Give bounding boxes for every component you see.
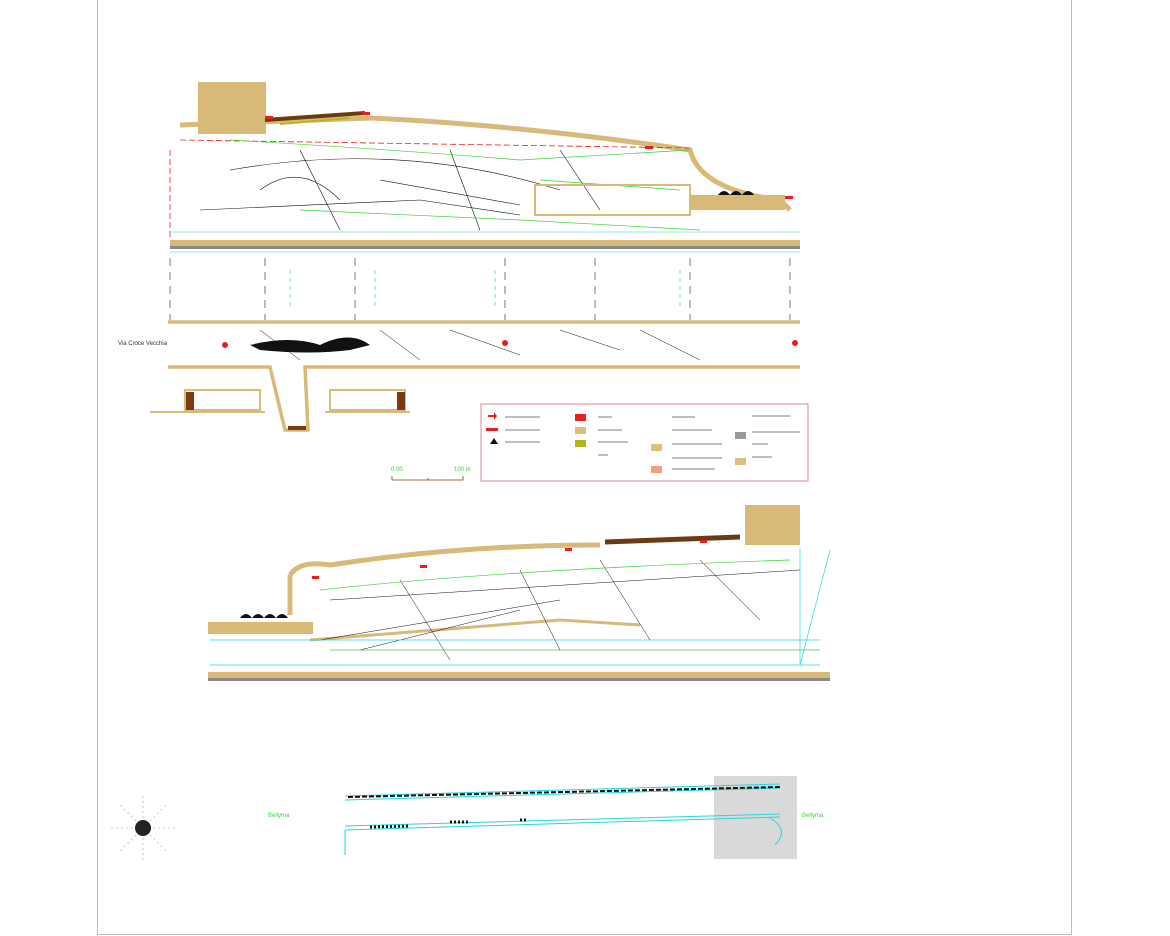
brown-fill — [186, 392, 194, 410]
red-markers — [222, 112, 798, 348]
soil-layer — [604, 534, 741, 545]
red-markers — [312, 540, 707, 579]
legend-swatch-tan-3 — [735, 458, 746, 465]
street-label: Via Croce Vecchia — [118, 341, 168, 347]
cyan-dashes — [289, 270, 681, 310]
brown-fill — [397, 392, 405, 410]
scale-bar: 0.00 100 m — [391, 467, 471, 481]
plan-label-left: Bellyma — [268, 813, 290, 819]
surface-band — [179, 115, 792, 212]
scale-end: 100 m — [454, 467, 471, 473]
cyan-lines — [170, 231, 800, 253]
brown-fill — [288, 426, 306, 430]
black-fill — [250, 337, 370, 353]
plan-upper-outline — [344, 783, 781, 801]
floor-block — [208, 622, 313, 634]
cyan-outline — [799, 548, 831, 666]
fracture-lines-2 — [259, 329, 701, 361]
legend-swatch-olive — [575, 440, 586, 447]
gallery-band — [309, 618, 641, 642]
section-1: Via Croce Vecchia — [118, 82, 800, 432]
building-block — [745, 505, 800, 545]
section-2 — [208, 505, 831, 681]
ground-band — [208, 672, 830, 678]
legend-swatch-tan-2 — [651, 444, 662, 451]
ground-band — [170, 240, 800, 246]
plan-lower-walls — [369, 818, 526, 829]
axis-lines — [169, 258, 791, 320]
soil-layer — [264, 111, 366, 122]
compass-icon — [110, 795, 176, 860]
legend-swatch-gray — [735, 432, 746, 439]
plan-upper-walls — [347, 786, 781, 798]
ground-gray — [170, 246, 800, 249]
legend-text-placeholders — [505, 415, 800, 470]
section-outline — [169, 139, 691, 240]
scale-start: 0.00 — [391, 467, 403, 473]
legend-swatch-tan — [575, 427, 586, 434]
legend-swatch-red-marker — [575, 414, 586, 421]
rubble — [240, 614, 288, 618]
fracture-lines — [199, 149, 601, 231]
ground-gray — [208, 678, 830, 681]
drawing-sheet — [97, 0, 1072, 935]
surface-band — [287, 542, 601, 577]
plan-label-right: Bellyma — [802, 813, 824, 819]
plan-lower-outline — [344, 813, 782, 855]
fracture-lines — [319, 559, 801, 661]
plan-view: Bellyma Bellyma — [110, 776, 824, 860]
rubble — [718, 191, 754, 195]
green-lines — [319, 559, 820, 651]
legend-swatch-salmon — [651, 466, 662, 473]
cyan-lines — [210, 639, 820, 666]
side-sections — [184, 389, 406, 411]
olive-layer — [279, 117, 351, 125]
floor-block — [690, 195, 785, 210]
legend — [480, 403, 809, 482]
